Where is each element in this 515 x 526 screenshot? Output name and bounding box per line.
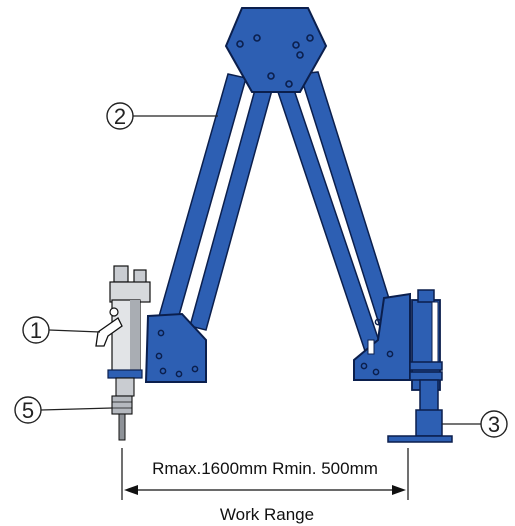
column-base-collar: [415, 409, 443, 437]
callout-leader: [40, 407, 113, 411]
column-top-cap: [417, 289, 435, 303]
tool-tap: [118, 413, 126, 441]
tool-chuck: [111, 395, 133, 415]
work-range-dimension: Rmax.1600mm Rmin. 500mm: [121, 448, 409, 500]
callout-3: 3: [442, 410, 508, 438]
arm-assembly: [144, 7, 411, 383]
tool-top-fitting-left: [113, 265, 129, 283]
callout-label: 1: [30, 318, 42, 343]
column-base-plate: [387, 435, 453, 443]
tool-lever-pivot: [109, 307, 119, 317]
tool-lower-neck: [115, 377, 135, 397]
top-plate-bolts: [236, 34, 314, 88]
tool-blue-collar: [107, 369, 143, 379]
dimension-arrow-left: [124, 485, 138, 495]
right-base-bracket: [353, 292, 411, 381]
callout-label: 3: [488, 412, 500, 437]
callout-label: 2: [114, 104, 126, 129]
column-lower-tube: [419, 379, 439, 413]
dimension-label: Rmax.1600mm Rmin. 500mm: [152, 459, 378, 478]
tapping-tool: [95, 265, 151, 441]
column-inner-rod: [431, 301, 439, 363]
mounting-column: [387, 289, 453, 443]
callout-2: 2: [106, 102, 218, 130]
work-range-caption: Work Range: [220, 505, 314, 524]
callout-1: 1: [22, 316, 101, 344]
callout-leader: [48, 329, 101, 333]
dimension-arrow-right: [392, 485, 406, 495]
right-bracket-bolts: [360, 318, 394, 376]
tool-body-shade: [130, 300, 140, 372]
column-ring-lower: [409, 371, 443, 381]
tool-top-block: [109, 281, 151, 303]
callout-label: 5: [22, 398, 34, 423]
column-ring-upper: [409, 361, 443, 371]
top-hinge-plate: [224, 7, 328, 93]
callout-5: 5: [14, 396, 113, 424]
right-bracket-slot: [367, 339, 375, 355]
left-bracket-bolts: [155, 329, 199, 378]
